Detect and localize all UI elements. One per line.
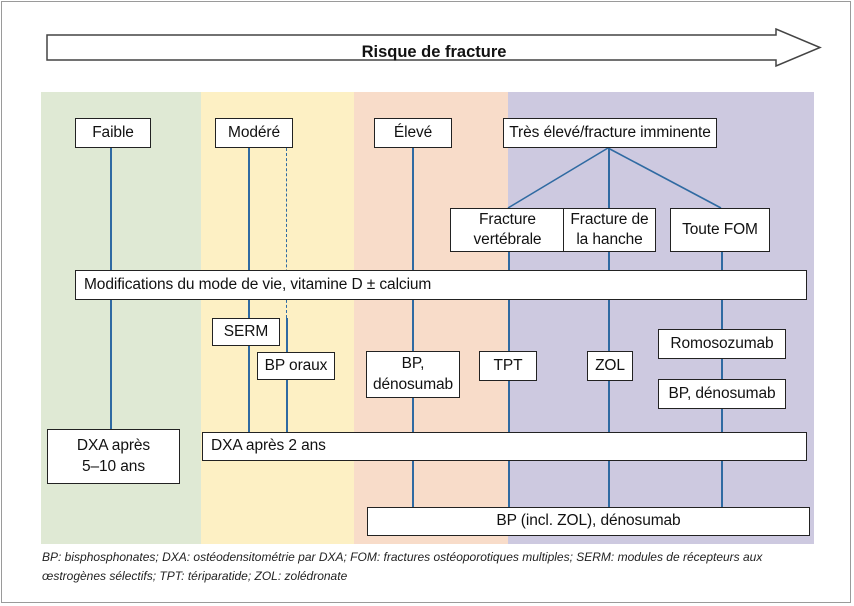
risk-level-modere: Modéré bbox=[215, 118, 293, 148]
band-tres-eleve bbox=[508, 92, 814, 544]
treatment-bp-oraux: BP oraux bbox=[257, 352, 335, 380]
band-eleve bbox=[354, 92, 508, 544]
connector-modere-dashed bbox=[286, 148, 287, 318]
monitoring-dxa-2: DXA après 2 ans bbox=[202, 432, 807, 461]
subcategory-fom: Toute FOM bbox=[670, 208, 770, 252]
connector-hanche bbox=[608, 148, 610, 507]
treatment-bp-denosumab-fom: BP, dénosumab bbox=[658, 379, 786, 409]
risk-level-faible: Faible bbox=[75, 118, 151, 148]
treatment-serm: SERM bbox=[212, 318, 280, 346]
treatment-romosozumab: Romosozumab bbox=[658, 329, 786, 359]
treatment-zol: ZOL bbox=[587, 351, 633, 381]
footnote: BP: bisphosphonates; DXA: ostéodensitomé… bbox=[42, 548, 832, 585]
treatment-lifestyle: Modifications du mode de vie, vitamine D… bbox=[75, 270, 807, 300]
risk-level-tres-eleve: Très élevé/fracture imminente bbox=[503, 118, 717, 148]
risk-level-eleve: Élevé bbox=[374, 118, 452, 148]
risk-arrow bbox=[46, 28, 822, 68]
treatment-tpt: TPT bbox=[479, 351, 537, 381]
treatment-bp-incl-zol: BP (incl. ZOL), dénosumab bbox=[367, 507, 810, 536]
footnote-line-2: œstrogènes sélectifs; TPT: tériparatide;… bbox=[42, 568, 348, 583]
connector-eleve bbox=[412, 148, 414, 507]
footnote-line-1: BP: bisphosphonates; DXA: ostéodensitomé… bbox=[42, 550, 763, 564]
risk-arrow-title: Risque de fracture bbox=[361, 43, 507, 61]
treatment-bp-denosumab-eleve: BP,dénosumab bbox=[366, 351, 460, 398]
